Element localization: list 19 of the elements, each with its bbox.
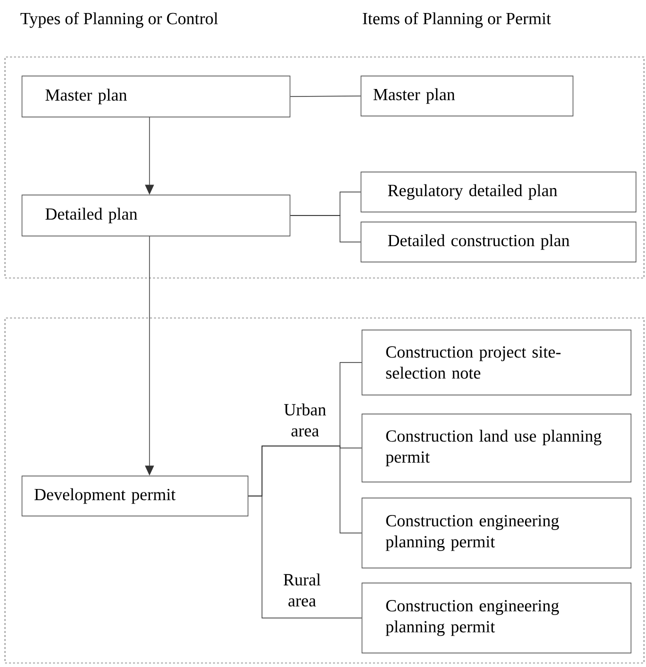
box: Detailed plan (22, 194, 290, 236)
box: Master plan (22, 76, 290, 118)
connector (290, 96, 361, 97)
box: Construction engineering planning permit (362, 498, 632, 568)
group-frame (4, 318, 644, 664)
box: Detailed construction plan (360, 222, 636, 262)
connector (248, 496, 362, 618)
box: Development permit (22, 476, 248, 516)
box: Master plan (360, 76, 574, 116)
box: Regulatory detailed plan (360, 172, 636, 212)
connector (290, 215, 361, 242)
box: Construction engineering planning permit (362, 582, 632, 654)
edge-label: Urban area (282, 402, 328, 438)
column-heading: Types of Planning or Control (20, 12, 218, 28)
column-heading: Items of Planning or Permit (362, 12, 551, 28)
box: Construction land use planning permit (362, 414, 632, 482)
box: Construction project site-selection note (362, 330, 632, 396)
edge-label: Rural area (279, 572, 325, 608)
group-frame (4, 56, 644, 278)
